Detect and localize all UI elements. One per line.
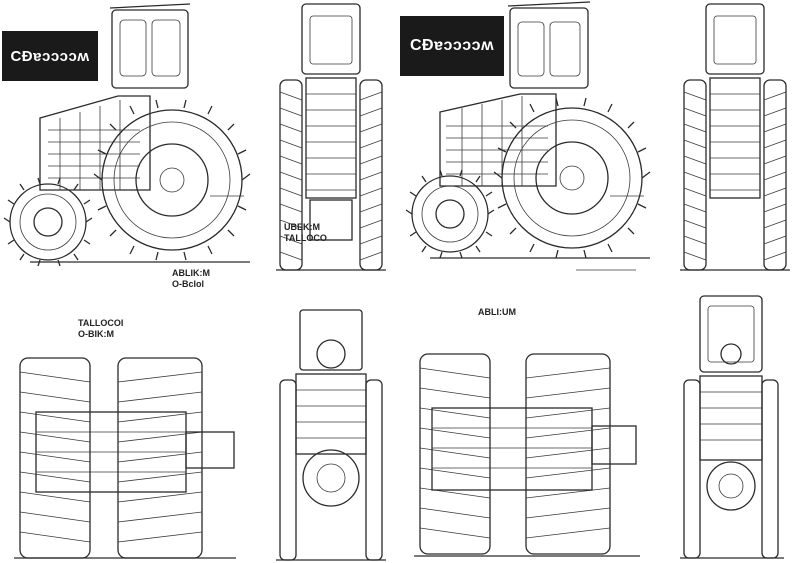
brand-badge-top-left: CĐɐɔɔɔɔʍ: [2, 31, 98, 81]
front-view-top: [276, 3, 386, 271]
wheel-label-b: UBEK:M TALLOCO: [284, 222, 327, 244]
wheel-label-b-line-1: UBEK:M: [284, 222, 320, 232]
left-bottom-label-line-1: TALLOCOI: [78, 318, 124, 328]
wheel-label-a-line-1: ABLIK:M: [172, 268, 210, 278]
brand-badge-top-center: CĐɐɔɔɔɔʍ: [400, 16, 504, 76]
rear-view-bottom-right: [414, 353, 640, 557]
center-bottom-label-line-1: ABLI:UM: [478, 307, 516, 317]
left-bottom-label-line-2: O-BIK:M: [78, 329, 114, 339]
side-view-top-left: [3, 3, 251, 267]
side-view-top-right: [405, 1, 651, 271]
front-view-top-right: [680, 3, 790, 271]
left-bottom-label: TALLOCOI O-BIK:M: [78, 318, 123, 340]
front-view-bottom: [276, 309, 386, 561]
wheel-label-a: ABLIK:M O-Bclol: [172, 268, 210, 290]
wheel-label-a-line-2: O-Bclol: [172, 279, 205, 289]
front-view-bottom-right: [680, 295, 784, 559]
wheel-label-b-line-2: TALLOCO: [284, 233, 327, 243]
center-bottom-label: ABLI:UM: [478, 307, 516, 318]
rear-view-bottom-left: [14, 357, 236, 559]
